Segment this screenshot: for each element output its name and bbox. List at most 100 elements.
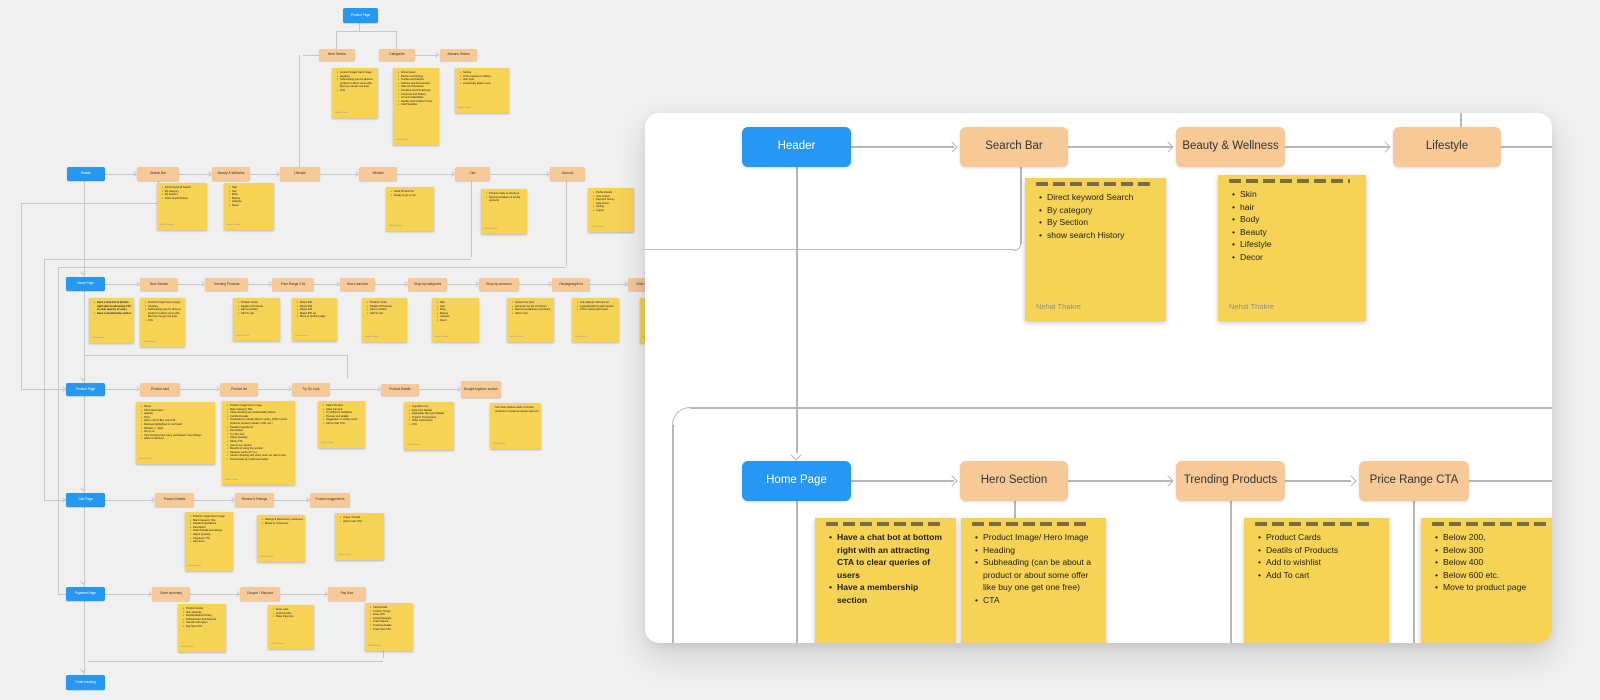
flow-node-trending-products[interactable]: Trending Products bbox=[1176, 461, 1285, 501]
flow-node-home-page[interactable]: Home Page bbox=[742, 461, 851, 501]
flow-node-shop-by-categories[interactable]: Shop by categories bbox=[408, 278, 447, 291]
sticky-note[interactable]: StoriesTheir process of makingtheir styl… bbox=[455, 68, 509, 113]
sticky-note[interactable]: product Image/ Hero ImageHeadingSubheadi… bbox=[332, 68, 378, 118]
sticky-note[interactable]: Liked Product listReady to go in cartNeh… bbox=[386, 187, 434, 231]
sticky-note[interactable]: Product detailsItem QuantityReplace/Refu… bbox=[178, 604, 226, 652]
flow-node-hero-section[interactable]: Hero Section bbox=[319, 49, 355, 61]
flow-node-wishlist[interactable]: Wishlist bbox=[359, 167, 397, 181]
sticky-note[interactable]: Direct keyword SearchBy categoryBy Secti… bbox=[157, 183, 207, 230]
sticky-bullet: Body bbox=[229, 193, 272, 197]
flow-node-product-card[interactable]: Product card bbox=[140, 383, 180, 396]
sticky-bullet: Below 400 bbox=[297, 308, 335, 312]
flow-node-product-details[interactable]: Product Details bbox=[155, 493, 194, 507]
sticky-note[interactable]: Direct keyword SearchBy categoryBy Secti… bbox=[1025, 178, 1166, 321]
flow-node-beauty-wellness[interactable]: Beauty & Wellness bbox=[1176, 127, 1285, 167]
flow-node-coupon-discount[interactable]: Coupon / Discount bbox=[240, 587, 280, 601]
sticky-author: Pooja A Jain bbox=[396, 139, 409, 142]
flow-node-artisans-stories[interactable]: Artisans Stories bbox=[440, 49, 477, 61]
connector bbox=[44, 500, 66, 501]
sticky-note[interactable]: Can have product cards of similar produc… bbox=[490, 403, 541, 449]
flow-node-header[interactable]: Header bbox=[742, 127, 851, 167]
arrowhead-right-icon bbox=[544, 171, 550, 177]
flow-node-price-range-cta[interactable]: Price Range CTA bbox=[1359, 461, 1469, 501]
connector bbox=[796, 167, 798, 453]
sticky-note[interactable]: Profile DetailsYour OrdersPayment histor… bbox=[588, 188, 634, 232]
flow-node-bought-together-section[interactable]: Bought together section bbox=[461, 381, 501, 398]
sticky-note[interactable]: Product Image/ Hero ImageMain Category T… bbox=[185, 512, 233, 571]
sticky-note[interactable]: SkinhairBodyBeautyLifestyleDecorNehal Th… bbox=[224, 183, 274, 230]
sticky-bullet: Description bbox=[227, 429, 293, 433]
sticky-note[interactable]: Product Image/ Hero ImageHeadingSubheadi… bbox=[961, 518, 1106, 643]
sticky-bullet: Liked Product list bbox=[391, 190, 432, 194]
sticky-bullet: Answer the Quiz bbox=[512, 301, 552, 305]
sticky-author: Pooja A Jain bbox=[295, 335, 308, 338]
flow-node-payment-page[interactable]: Payment Page bbox=[66, 587, 105, 601]
flow-node-search-bar[interactable]: Search Bar bbox=[137, 167, 179, 181]
flow-node-product-suggestions[interactable]: Product suggestions bbox=[310, 493, 350, 507]
sticky-note[interactable]: Home DecorKitchen and DiningTextiles and… bbox=[393, 68, 439, 145]
flow-node-categories[interactable]: Categories bbox=[379, 49, 415, 61]
sticky-note[interactable]: Answer the QuizGenerate the list of Prod… bbox=[507, 298, 554, 342]
flow-node-packages-gift-kit[interactable]: Packages/gift kit bbox=[552, 278, 590, 291]
sticky-note[interactable]: Full makeup/ skincare kitseparated kit f… bbox=[572, 298, 619, 342]
sticky-note[interactable]: Product Image/ Hero ImageHeadingSubheadi… bbox=[140, 298, 185, 347]
sticky-note[interactable]: SkinHairBodyBeautyLifestyleDecorNehal Th… bbox=[432, 298, 479, 342]
sticky-note[interactable]: Enter codeAvail benefitsMake PaymentNeha… bbox=[268, 605, 314, 649]
flow-node-account[interactable]: Account bbox=[550, 167, 585, 181]
flow-node-price-range-cta[interactable]: Price Range CTA bbox=[272, 278, 314, 291]
flow-node-home-page[interactable]: Home Page bbox=[66, 277, 105, 291]
sticky-note[interactable]: Product CardsDeatils of ProductsAdd to w… bbox=[362, 298, 407, 342]
flow-node-beauty-wellness[interactable]: Beauty & Wellness bbox=[212, 167, 250, 181]
sticky-note[interactable]: SkinhairBodyBeautyLifestyleDecorNehal Th… bbox=[1218, 175, 1366, 321]
sticky-note[interactable]: Have a chat bot at bottom right with an … bbox=[815, 518, 956, 643]
flow-node-product-page[interactable]: Product Page bbox=[343, 8, 378, 23]
flow-node-cart[interactable]: Cart bbox=[455, 167, 490, 181]
flow-node-try-3d-look[interactable]: Try 3D Look bbox=[292, 383, 330, 396]
flow-node-shop-by-concerns[interactable]: Shop by concerns bbox=[479, 278, 519, 291]
clipped-text bbox=[1255, 522, 1373, 526]
flow-node-order-tracking[interactable]: Order tracking bbox=[66, 675, 105, 690]
flow-node-hero-section[interactable]: Hero Section bbox=[140, 278, 178, 291]
sticky-note[interactable]: NameShort descriptionquantityPriceAdd to… bbox=[136, 402, 215, 464]
flow-node-product-list[interactable]: Product list bbox=[220, 383, 258, 396]
sticky-bullet: Add to Cart CTA bbox=[323, 422, 363, 426]
flow-node-lifestyle[interactable]: Lifestyle bbox=[280, 167, 320, 181]
sticky-note[interactable]: Product Image/ Hero ImageMain Category T… bbox=[222, 401, 295, 485]
sticky-note[interactable]: Have a chat bot at bottom right with an … bbox=[89, 298, 134, 343]
connector bbox=[1413, 501, 1415, 643]
sticky-note[interactable]: Ingredient ListExtensive DetailsApplicab… bbox=[404, 402, 454, 450]
connector bbox=[471, 181, 472, 257]
flow-node-header[interactable]: Header bbox=[67, 167, 105, 181]
flow-node-pay-now[interactable]: Pay Now bbox=[328, 587, 366, 601]
flow-node-review-ratings[interactable]: Review & Ratings bbox=[235, 493, 274, 507]
sticky-bullet: Extensive Details bbox=[409, 409, 452, 413]
flow-node-trending-products[interactable]: Trending Products bbox=[205, 278, 248, 291]
flow-node-search-bar[interactable]: Search Bar bbox=[960, 127, 1068, 167]
connector bbox=[248, 174, 278, 175]
arrowhead-right-icon bbox=[149, 497, 155, 503]
sticky-bullet: Ingredient List bbox=[409, 405, 452, 409]
flow-node-hero-section[interactable]: Hero Section bbox=[960, 461, 1068, 501]
sticky-bullet: Product Image/ Hero Image bbox=[190, 515, 231, 519]
flow-node-product-details[interactable]: Product Details bbox=[381, 384, 419, 396]
connector bbox=[517, 284, 550, 285]
connector bbox=[1285, 480, 1351, 482]
sticky-note[interactable]: Below 200,Below 300Below 400Below 600 et… bbox=[1421, 518, 1552, 643]
sticky-note[interactable]: Card DetailsConfirm ThingsEnter OTPAccep… bbox=[365, 603, 413, 651]
flow-node-new-launches[interactable]: New Launches bbox=[340, 278, 375, 291]
flow-node-lifestyle[interactable]: Lifestyle bbox=[1393, 127, 1501, 167]
sticky-bullet: Cancel/ edit option bbox=[183, 621, 224, 625]
sticky-note[interactable]: Ratings & Reviews by customersMedia by c… bbox=[257, 515, 305, 562]
sticky-note[interactable]: Select ProductAllow CameraTry Different … bbox=[318, 401, 365, 448]
flow-node-order-summary[interactable]: Order summary bbox=[152, 587, 190, 601]
flow-node-cart-page[interactable]: Cart Page bbox=[66, 493, 105, 507]
sticky-note[interactable]: Product ready to checkoutRecommendation … bbox=[481, 189, 527, 234]
sticky-note[interactable]: Below 200,Below 300Below 400Below 600 et… bbox=[292, 298, 337, 341]
flow-node-product-page[interactable]: Product Page bbox=[66, 383, 105, 396]
sticky-note[interactable]: Product CardsDeatils of ProductsAdd to w… bbox=[233, 298, 280, 341]
sticky-note[interactable]: Product CardsDeatils of ProductsAdd to w… bbox=[1244, 518, 1389, 643]
sticky-bullet: Stories bbox=[460, 71, 507, 75]
connector bbox=[88, 661, 383, 662]
sticky-author: Nehal Thakre bbox=[160, 224, 174, 227]
